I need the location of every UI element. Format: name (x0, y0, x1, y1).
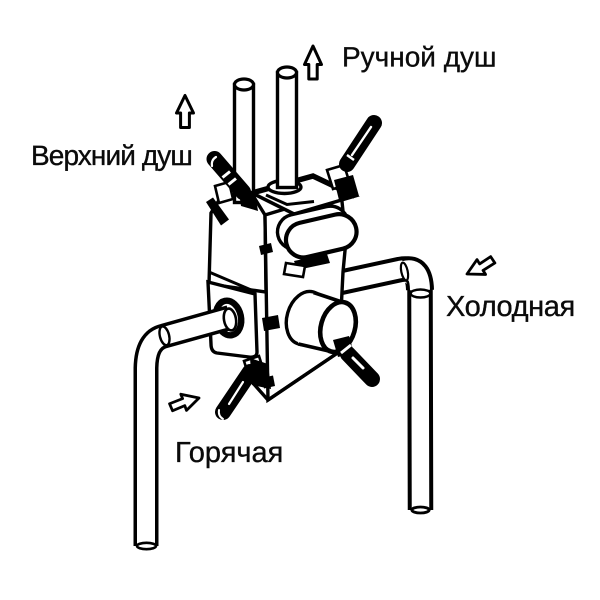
svg-text:Холодная: Холодная (446, 291, 575, 323)
svg-text:Горячая: Горячая (175, 437, 283, 469)
svg-text:Ручной душ: Ручной душ (342, 42, 497, 73)
svg-text:Верхний душ: Верхний душ (31, 140, 192, 171)
